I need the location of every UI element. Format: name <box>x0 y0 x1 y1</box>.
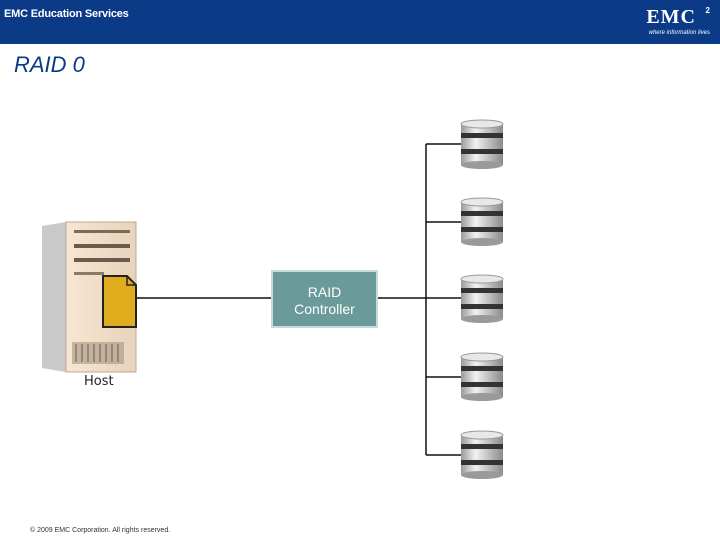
host-server-icon <box>42 221 137 373</box>
disk-3-icon <box>460 274 504 323</box>
slide-title: RAID 0 <box>14 52 85 77</box>
logo-tagline: where information lives <box>648 30 710 36</box>
controller-label-line1: RAID <box>307 284 342 300</box>
raid-controller-box: RAID Controller <box>271 270 378 328</box>
brand-text: EMC Education Services <box>4 8 129 20</box>
disk-2-icon <box>460 197 504 246</box>
emc-logo: EMC 2 where information lives <box>620 4 710 40</box>
logo-word: EMC <box>646 6 696 28</box>
header-banner: EMC Education Services EMC 2 where infor… <box>0 0 720 44</box>
disk-1-icon <box>460 119 504 169</box>
file-icon <box>102 275 137 328</box>
disk-4-icon <box>460 352 504 401</box>
raid-controller-label: RAID Controller <box>273 284 376 318</box>
logo-superscript: 2 <box>705 6 710 15</box>
host-label: Host <box>84 374 114 389</box>
disk-5-icon <box>460 430 504 479</box>
controller-label-line2: Controller <box>294 301 355 317</box>
footer-copyright: © 2009 EMC Corporation. All rights reser… <box>30 527 171 534</box>
